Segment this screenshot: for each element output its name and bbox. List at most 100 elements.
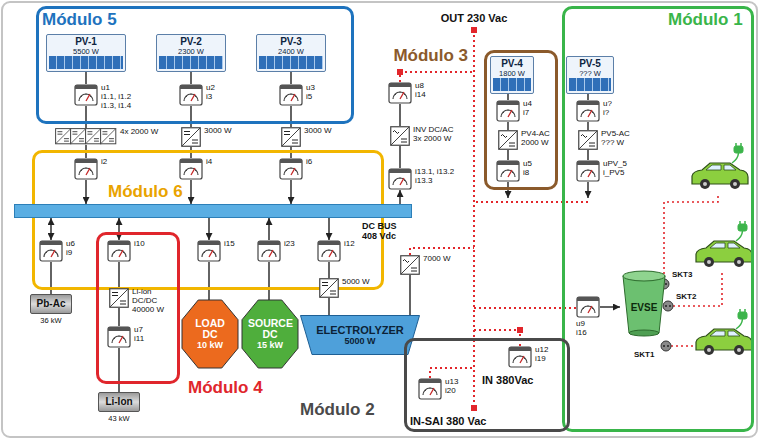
- meter-symbol-label: u9: [576, 319, 587, 328]
- ac-wire: [410, 248, 474, 255]
- meter-symbol-text-group: uPV_5i_PV5: [603, 159, 627, 177]
- meter-symbol-label: i23: [284, 239, 295, 248]
- pv-panel: PV-15500 W: [46, 34, 126, 72]
- connector: [587, 94, 588, 100]
- converter-box-label: 7000 W: [423, 254, 451, 263]
- meter-symbol-text-group: u4i7: [523, 99, 532, 117]
- meter-symbol-text-group: u2i3: [206, 83, 215, 101]
- ac-wire: [430, 368, 474, 378]
- evse-socket: [661, 341, 671, 351]
- pv-cells: [259, 56, 323, 69]
- converter-icon: [181, 127, 201, 147]
- meter-icon: [496, 100, 520, 122]
- meter-symbol-text-group: i4: [206, 157, 212, 166]
- converter-icon: [55, 128, 117, 145]
- meter-symbol-text-group: i12: [344, 239, 355, 248]
- meter-icon: [418, 378, 442, 400]
- electric-car: [696, 329, 752, 355]
- pv-panel-label: PV-1: [75, 36, 97, 47]
- module-region-label: Módulo 2: [300, 400, 375, 420]
- converter-box-label: Li-ion DC/DC 40000 W: [132, 287, 178, 314]
- module-region-text-group: Módulo 6: [108, 182, 183, 202]
- connector: [85, 72, 86, 84]
- converter-box-label: 3000 W: [204, 126, 232, 135]
- connector: [290, 72, 291, 84]
- pv-panel-label: 2300 W: [178, 47, 204, 56]
- module-region-label: Módulo 4: [188, 378, 263, 398]
- connector: [208, 262, 209, 300]
- electrolyzer-shape: ELECTROLYZER5000 W: [300, 315, 420, 355]
- meter-symbol-label: i11: [134, 334, 144, 343]
- converter-box: INV DC/AC3x 2000 W: [390, 126, 410, 146]
- octagon-block-label: 15 kW: [248, 340, 292, 351]
- module-region: i2 i4 i6 u6i9 i15 i23 i12 Módulo 6: [32, 150, 384, 290]
- meter-symbol-label: i3: [206, 92, 215, 101]
- meter-symbol-text-group: u6i9: [66, 239, 75, 257]
- converter-box-label: PV4-AC: [521, 129, 550, 138]
- pv-cells: [159, 56, 223, 69]
- connector: [190, 180, 191, 204]
- module-region-label: Módulo 6: [108, 182, 183, 202]
- ac-wire: [473, 30, 475, 410]
- converter-box: PV5-AC??? W: [578, 130, 598, 150]
- meter-symbol-text-group: u?i?: [603, 99, 612, 117]
- ac-wire: [474, 307, 576, 309]
- connector: [507, 150, 508, 160]
- converter-box-label: 3000 W: [304, 126, 332, 135]
- meter-symbol-label: i6: [306, 157, 312, 166]
- converter-box-text-group: 5000 W: [342, 277, 370, 286]
- module-region-label: Módulo 3: [393, 46, 468, 66]
- meter-symbol-label: i12: [344, 239, 355, 248]
- meter-symbol-text-group: i23: [284, 239, 295, 248]
- battery-label: Li-Ion: [105, 393, 132, 411]
- converter-box-label: 2000 W: [521, 138, 550, 147]
- converter-box-text-group: 3000 W: [204, 126, 232, 135]
- meter-symbol: uPV_5i_PV5: [576, 160, 600, 182]
- socket-pin: [665, 283, 667, 285]
- meter-symbol: i2: [74, 158, 98, 180]
- meter-symbol-label: i14: [415, 90, 426, 99]
- meter-icon: [317, 240, 341, 262]
- meter-icon: [388, 168, 412, 190]
- meter-symbol-label: i8: [523, 168, 532, 177]
- converter-box: 7000 W: [400, 255, 420, 275]
- converter-box-text-group: 7000 W: [423, 254, 451, 263]
- converter-icon: [400, 255, 420, 275]
- meter-icon: [279, 84, 303, 106]
- meter-icon: [74, 158, 98, 180]
- electrolyzer-shape-text-group: ELECTROLYZER5000 W: [300, 315, 420, 355]
- meter-icon: [257, 240, 281, 262]
- converter-box-label: ??? W: [601, 138, 630, 147]
- connector: [328, 218, 329, 240]
- converter-box-label: INV DC/AC: [413, 125, 453, 134]
- evse-socket: [663, 301, 673, 311]
- meter-symbol: i15: [197, 240, 221, 262]
- meter-symbol: i23: [257, 240, 281, 262]
- connector: [399, 190, 400, 204]
- meter-symbol-text-group: i6: [306, 157, 312, 166]
- meter-symbol-label: u4: [523, 99, 532, 108]
- meter-symbol: u1i1.1, i1.2 i1.3, i1.4: [74, 84, 98, 106]
- converter-icon: [390, 126, 410, 146]
- octagon-block-text-group: SOURCE DC15 kW: [248, 300, 292, 368]
- pv-panel-label: PV-3: [280, 36, 302, 47]
- meter-symbol-label: i19: [535, 354, 548, 363]
- electric-car: [696, 241, 752, 267]
- meter-symbol-label: i16: [576, 328, 587, 337]
- connector: [268, 218, 269, 240]
- meter-symbol-label: i15: [224, 239, 235, 248]
- battery-label: 36 kW: [40, 316, 61, 325]
- meter-symbol: i10: [107, 240, 131, 262]
- ac-marker: [471, 27, 477, 33]
- module-region: PV-15500 W PV-22300 W PV-32400 W u1i1.1, i1…: [36, 6, 354, 124]
- pv-panel-text-group: PV-32400 W: [257, 36, 325, 56]
- pv-panel: PV-22300 W: [156, 34, 226, 72]
- meter-icon: [197, 240, 221, 262]
- meter-symbol: u9i16: [576, 296, 600, 318]
- converter-icon: [281, 127, 301, 147]
- pv-panel: PV-32400 W: [256, 34, 326, 72]
- meter-symbol-label: i4: [206, 157, 212, 166]
- evse-station-text-group: EVSE: [620, 268, 668, 338]
- output-arrow: [507, 182, 508, 198]
